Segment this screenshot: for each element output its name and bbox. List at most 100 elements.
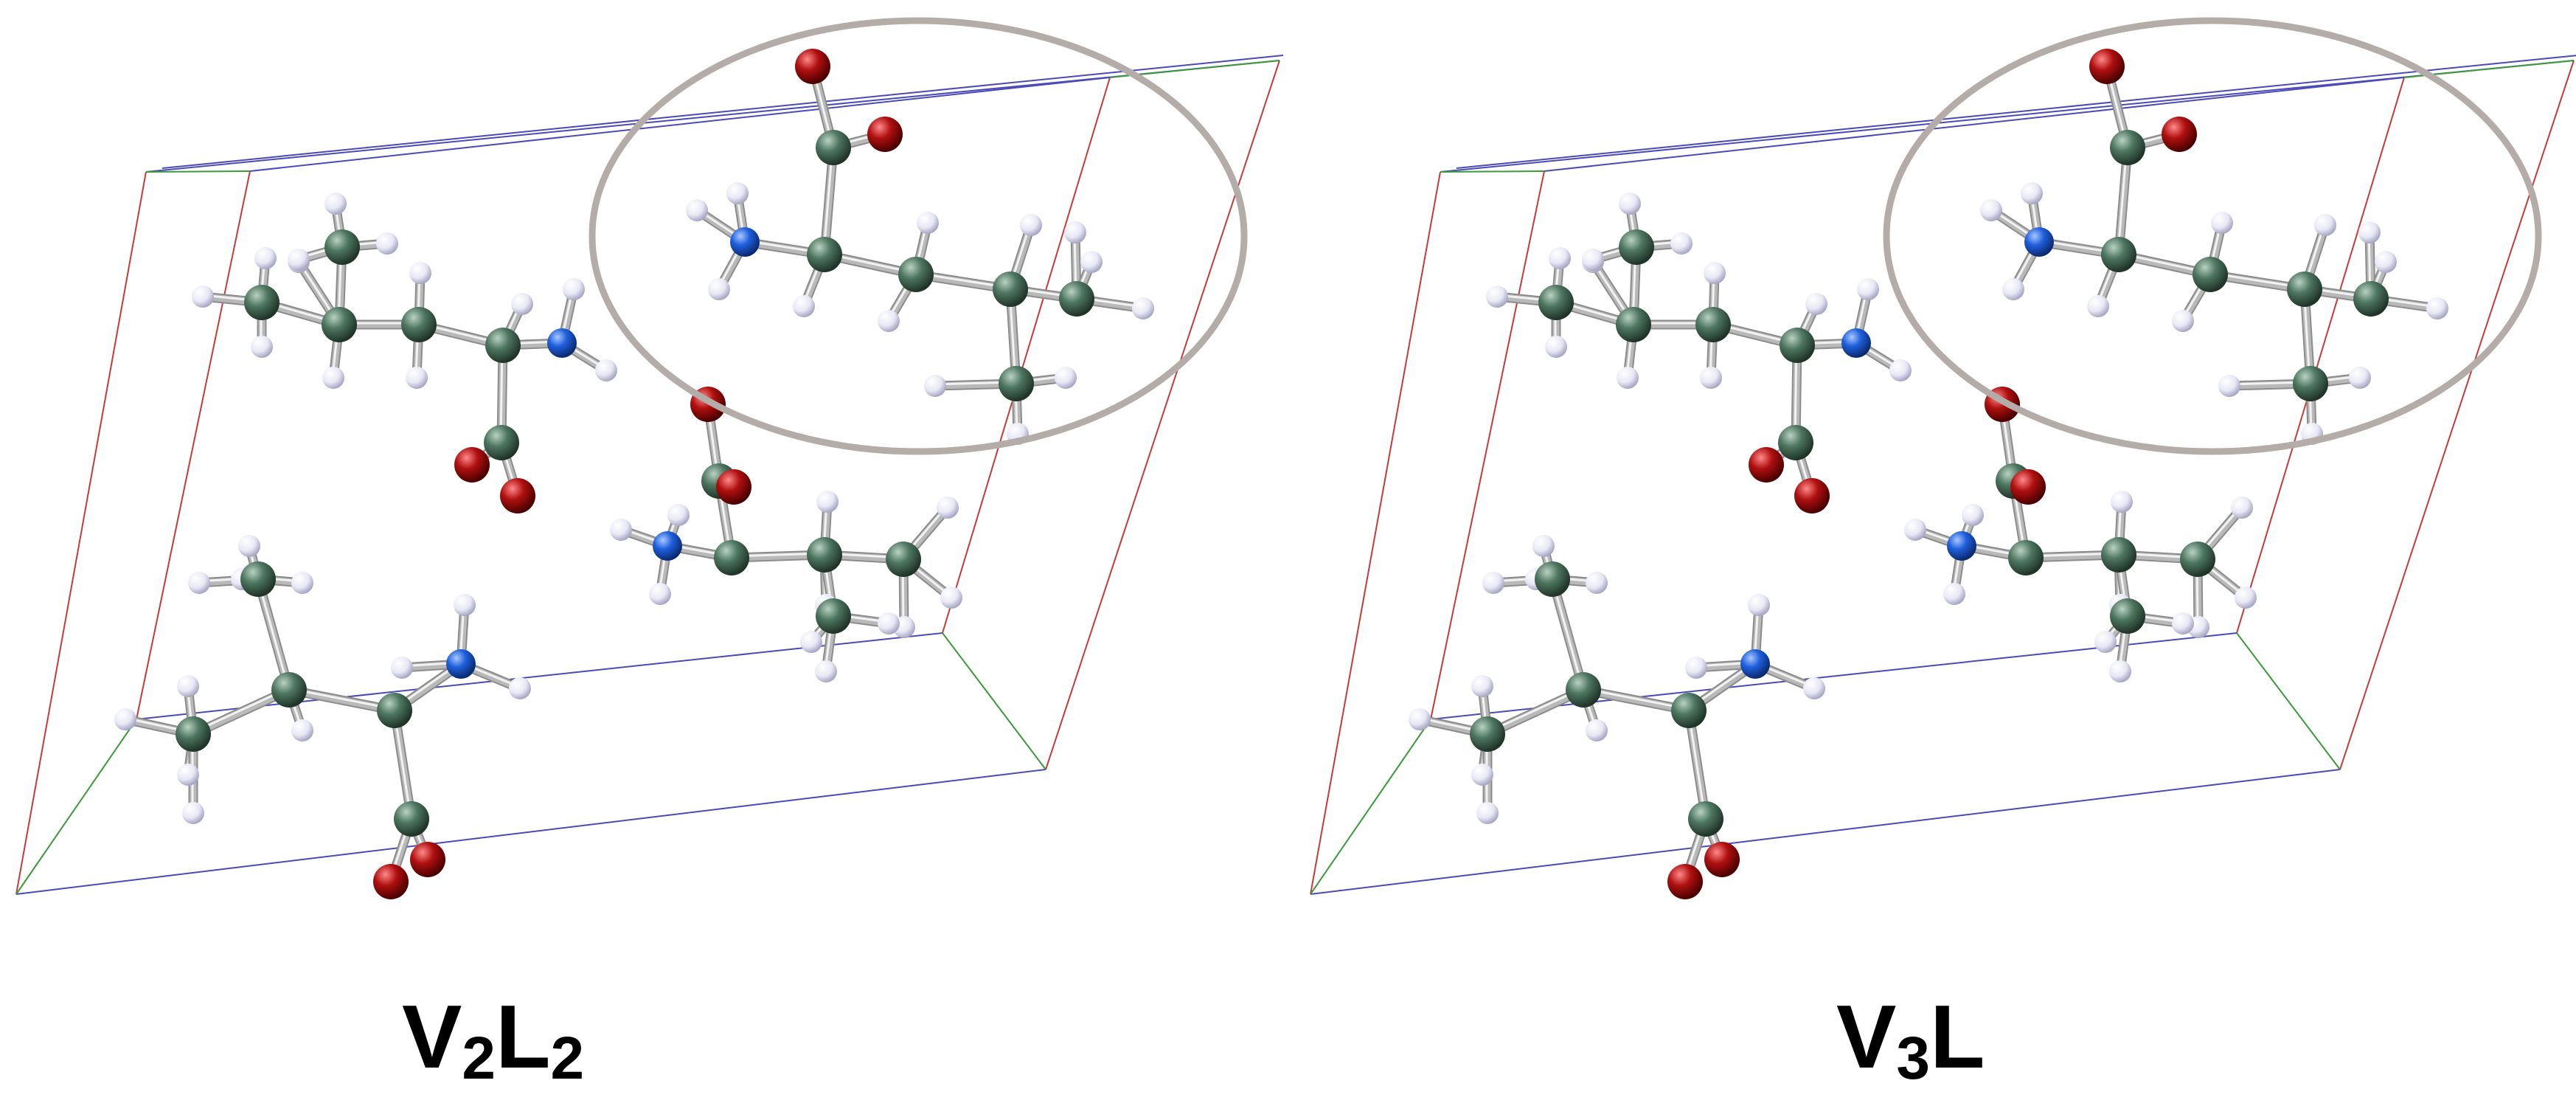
unit-cell-edge-a	[15, 171, 147, 895]
hydrogen-atom	[1704, 262, 1726, 284]
unit-cell-edge-c	[2236, 632, 2341, 770]
oxygen-atom	[867, 117, 903, 152]
panel-label-v2l2: V2L2	[402, 986, 585, 1092]
hydrogen-atom	[1486, 286, 1508, 308]
hydrogen-atom	[251, 336, 273, 358]
hydrogen-atom	[409, 262, 431, 284]
hydrogen-atom	[2235, 587, 2257, 609]
hydrogen-atom	[649, 583, 671, 605]
hydrogen-atom	[2002, 278, 2024, 300]
carbon-atom	[2180, 542, 2215, 577]
carbon-atom	[886, 542, 921, 577]
hydrogen-atom	[1476, 802, 1499, 824]
carbon-atom	[1616, 307, 1651, 342]
panel-v3l	[1310, 17, 2576, 899]
nitrogen-atom	[1947, 531, 1976, 561]
carbon-atom	[898, 257, 934, 292]
carbon-atom	[2101, 237, 2136, 272]
hydrogen-atom	[182, 802, 204, 824]
hydrogen-atom	[1020, 214, 1042, 236]
oxygen-atom	[1749, 447, 1784, 483]
oxygen-atom	[1667, 864, 1703, 899]
hydrogen-atom	[610, 519, 632, 541]
unit-cell	[15, 55, 1284, 895]
molecule-valine-center	[610, 387, 962, 682]
carbon-atom	[1695, 307, 1731, 342]
unit-cell-edge-c	[15, 719, 137, 895]
hydrogen-atom	[878, 612, 900, 634]
hydrogen-atom	[288, 249, 310, 271]
hydrogen-atom	[1980, 199, 2002, 221]
hydrogen-atom	[686, 199, 708, 221]
hydrogen-atom	[2111, 491, 2133, 513]
hydrogen-atom	[1889, 359, 1912, 381]
hydrogen-atom	[1471, 675, 1493, 697]
carbon-atom	[484, 425, 519, 460]
molecule-valine-bottom	[1409, 535, 1825, 899]
hydrogen-atom	[2109, 660, 2131, 682]
hydrogen-atom	[1700, 367, 1722, 389]
carbon-atom	[244, 285, 280, 320]
carbon-atom	[324, 229, 360, 265]
hydrogen-atom	[2358, 221, 2381, 243]
hydrogen-atom	[1670, 232, 1693, 255]
carbon-atom	[1535, 561, 1570, 597]
hydrogen-atom	[1532, 535, 1555, 557]
carbon-atom	[2353, 281, 2389, 317]
carbon-atom	[1470, 716, 1505, 752]
nitrogen-atom	[547, 328, 577, 358]
hydrogen-atom	[1055, 367, 1077, 389]
hydrogen-atom	[114, 708, 136, 730]
hydrogen-atom	[454, 594, 476, 616]
unit-cell-edge-a	[1310, 171, 1441, 895]
hydrogen-atom	[511, 293, 533, 315]
oxygen-atom	[2089, 49, 2125, 84]
carbon-atom	[1538, 285, 1574, 320]
carbon-atom	[993, 272, 1028, 307]
unit-cell-edge-c	[1310, 719, 1431, 895]
unit-cell-edge-c	[145, 170, 251, 173]
hydrogen-atom	[1545, 336, 1567, 358]
hydrogen-atom	[2087, 295, 2109, 317]
hydrogen-atom	[2172, 310, 2194, 332]
hydrogen-atom	[917, 212, 939, 234]
unit-cell-edge-a	[942, 77, 1111, 634]
hydrogen-atom	[1586, 572, 1608, 594]
nitrogen-atom	[730, 227, 760, 257]
carbon-atom	[322, 307, 357, 342]
carbon-atom	[1566, 672, 1601, 708]
hydrogen-atom	[563, 278, 585, 300]
panel-v2l2	[15, 17, 1284, 899]
hydrogen-atom	[793, 295, 815, 317]
unit-cell-edge-b	[1456, 55, 2576, 169]
molecule-valine-bottom	[114, 535, 531, 899]
unit-cell-edge-b	[1544, 77, 2405, 172]
unit-cell-edge-a	[2236, 77, 2405, 634]
hydrogen-atom	[2218, 375, 2240, 397]
hydrogen-atom	[800, 631, 822, 653]
unit-cell-edge-a	[136, 170, 251, 720]
hydrogen-atom	[1803, 677, 1825, 699]
highlight-ellipse	[1883, 17, 2542, 455]
carbon-atom	[1688, 801, 1723, 837]
hydrogen-atom	[1471, 764, 1493, 786]
carbon-atom	[2287, 272, 2322, 307]
carbon-atom	[816, 130, 851, 165]
hydrogen-atom	[291, 719, 313, 741]
hydrogen-atom	[2094, 631, 2117, 653]
molecule-valine-left-top	[192, 193, 617, 513]
hydrogen-atom	[1904, 519, 1926, 541]
hydrogen-atom	[595, 359, 617, 381]
hydrogen-atom	[1943, 583, 1965, 605]
hydrogen-atom	[376, 232, 398, 255]
carbon-atom	[2110, 598, 2145, 634]
carbon-atom	[807, 537, 842, 573]
oxygen-atom	[716, 469, 751, 505]
carbon-atom	[2193, 257, 2228, 292]
oxygen-atom	[2010, 469, 2046, 505]
oxygen-atom	[1704, 842, 1740, 877]
unit-cell-edge-a	[1430, 170, 1545, 720]
unit-cell-edge-c	[942, 632, 1046, 770]
carbon-atom	[271, 672, 307, 708]
